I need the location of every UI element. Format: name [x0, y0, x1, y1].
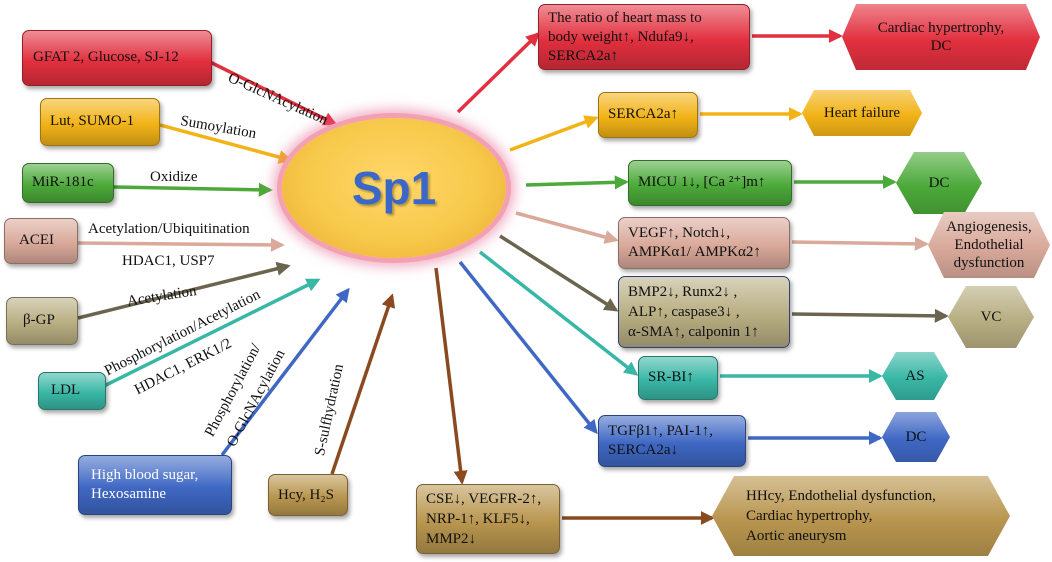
- target-text: MMP2↓: [426, 531, 477, 547]
- input-gfat2-glucose-sj12: GFAT 2, Glucose, SJ-12: [22, 30, 212, 86]
- outcome-text: VC: [980, 309, 1002, 325]
- input-text: MiR-181c: [32, 174, 94, 190]
- outcome-heart-failure: Heart failure: [802, 90, 922, 136]
- target-tgfb1-pai1: TGFβ1↑, PAI-1↑, SERCA2a↓: [598, 415, 746, 467]
- target-heart-mass-ratio: The ratio of heart mass to body weight↑, …: [538, 4, 750, 70]
- target-text: SERCA2a↑: [548, 48, 619, 64]
- input-lut-sumo1: Lut, SUMO-1: [40, 98, 160, 146]
- target-text: NRP-1↑, KLF5↓,: [426, 511, 530, 527]
- target-sr-bi: SR-BI↑: [638, 356, 718, 400]
- arrow-sp1-to-t6: [478, 250, 639, 376]
- label-hdac1-usp7: HDAC1, USP7: [122, 253, 215, 269]
- target-bmp2-runx2-alp: BMP2↓, Runx2↓ , ALP↑, caspase3↓ , α-SMA↑, …: [618, 276, 790, 348]
- target-text: BMP2↓, Runx2↓ ,: [628, 284, 738, 300]
- outcome-text: AS: [905, 368, 925, 384]
- input-text: LDL: [51, 382, 81, 398]
- arrow-acei-to-sp1: [77, 237, 285, 252]
- outcome-as: AS: [882, 352, 948, 400]
- arrow-sp1-to-t2: [509, 115, 599, 152]
- input-hcy-h2s: Hcy, H₂S: [268, 474, 348, 516]
- target-text: CSE↓, VEGFR-2↑,: [426, 491, 542, 507]
- input-text: ACEI: [19, 232, 54, 248]
- outcome-dc-green: DC: [896, 152, 982, 214]
- arrow-ldl-to-sp1: [103, 278, 321, 388]
- arrow-sp1-to-t5: [499, 234, 619, 312]
- target-text: SR-BI↑: [648, 369, 694, 385]
- arrow-mir-to-sp1: [113, 182, 273, 197]
- target-text: body weight↑, Ndufa9↓,: [548, 29, 694, 45]
- label-acetylation-ubiquitination: Acetylation/Ubiquitination: [88, 221, 250, 237]
- input-text: Hcy, H₂S: [278, 487, 334, 503]
- input-mir181c: MiR-181c: [22, 163, 114, 203]
- arrow-lut-to-sp1: [159, 123, 293, 164]
- arrow-t5-to-o5: [791, 308, 949, 323]
- outcome-text: HHcy, Endothelial dysfunction,Cardiac hy…: [746, 488, 936, 544]
- target-text: VEGF↑, Notch↓,: [628, 225, 731, 241]
- arrow-hcy-to-sp1: [330, 293, 396, 475]
- input-acei: ACEI: [4, 218, 78, 264]
- target-text: ALP↑, caspase3↓ ,: [628, 304, 740, 320]
- outcome-vc: VC: [948, 286, 1034, 348]
- target-micu1: MICU 1↓, [Ca ²⁺]m↑: [628, 160, 792, 206]
- arrow-gfat-to-sp1: [209, 60, 338, 126]
- input-text: Lut, SUMO-1: [50, 113, 135, 129]
- sp1-label: Sp1: [351, 162, 437, 214]
- arrow-sp1-to-t4: [515, 211, 619, 244]
- outcome-text: DC: [905, 429, 927, 445]
- target-text: The ratio of heart mass to: [548, 10, 702, 26]
- arrow-sp1-to-t1: [456, 32, 541, 114]
- arrow-sp1-to-t3: [525, 175, 629, 190]
- target-serca2a-up: SERCA2a↑: [598, 92, 698, 138]
- target-text: AMPKα1/ AMPKα2↑: [628, 244, 761, 260]
- input-high-blood-sugar-hexosamine: High blood sugar, Hexosamine: [78, 455, 232, 515]
- arrow-bgp-to-sp1: [77, 261, 291, 320]
- target-cse-vegfr2-nrp1: CSE↓, VEGFR-2↑, NRP-1↑, KLF5↓, MMP2↓: [416, 484, 560, 554]
- arrow-hbs-to-sp1: [220, 287, 350, 457]
- target-text: SERCA2a↑: [608, 106, 679, 122]
- input-text: GFAT 2, Glucose, SJ-12: [33, 49, 179, 65]
- input-beta-gp: β-GP: [6, 297, 78, 345]
- arrow-sp1-to-t7: [458, 260, 598, 435]
- input-text: High blood sugar,: [91, 467, 199, 483]
- target-text: α-SMA↑, calponin 1↑: [628, 324, 759, 340]
- sp1-node: Sp1: [282, 118, 506, 258]
- target-text: MICU 1↓, [Ca ²⁺]m↑: [638, 174, 766, 190]
- outcome-cardiac-hypertrophy-dc: Cardiac hypertrophy,DC: [842, 4, 1040, 70]
- input-text: β-GP: [23, 312, 55, 328]
- target-text: TGFβ1↑, PAI-1↑,: [608, 423, 714, 439]
- input-text: Hexosamine: [91, 486, 166, 502]
- outcome-text: DC: [928, 175, 950, 191]
- input-ldl: LDL: [38, 372, 106, 410]
- arrow-t4-to-o4: [791, 236, 929, 251]
- outcome-hhcy-aortic-aneurysm: HHcy, Endothelial dysfunction,Cardiac hy…: [712, 476, 1010, 556]
- target-vegf-notch-ampk: VEGF↑, Notch↓, AMPKα1/ AMPKα2↑: [618, 217, 790, 269]
- label-oxidize: Oxidize: [150, 169, 198, 185]
- outcome-text: Heart failure: [823, 105, 901, 121]
- outcome-dc-blue: DC: [882, 412, 950, 462]
- outcome-text: Cardiac hypertrophy,DC: [877, 20, 1005, 54]
- target-text: SERCA2a↓: [608, 442, 679, 458]
- arrow-sp1-to-t8: [434, 267, 468, 485]
